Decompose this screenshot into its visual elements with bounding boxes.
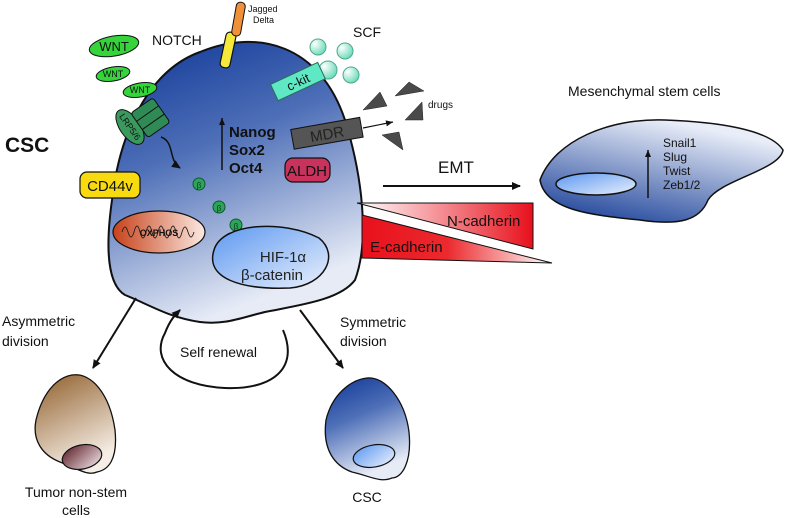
factor-oct4: Oct4	[229, 160, 263, 177]
factor-snail1: Snail1	[663, 136, 697, 150]
scf-label: SCF	[353, 24, 381, 40]
csc-daughter-label: CSC	[352, 489, 382, 505]
nucleus-catenin-label: β-catenin	[241, 267, 303, 284]
mitochondrion: OXPHOS	[112, 210, 206, 254]
jagged-ligand	[231, 1, 246, 37]
scf-molecules	[309, 38, 360, 84]
factor-slug: Slug	[663, 150, 687, 164]
n-cadherin-label: N-cadherin	[447, 213, 520, 230]
emt-label: EMT	[438, 158, 474, 177]
csc-daughter-nucleus	[352, 443, 396, 469]
ckit-receptor: c-kit	[269, 61, 326, 102]
mesenchymal-nucleus	[555, 172, 637, 196]
symmetric-label-line1: Symmetric	[340, 314, 406, 330]
tumor-label-line2: cells	[62, 502, 90, 518]
cd44v-label: CD44v	[87, 178, 133, 195]
self-renewal-arrow	[159, 309, 289, 390]
beta-label: β	[217, 204, 222, 213]
main-nucleus: HIF-1α β-catenin	[211, 225, 330, 289]
asymmetric-label-line2: division	[2, 333, 49, 349]
wnt-ligand: WNT	[88, 34, 140, 58]
asymmetric-label-line1: Asymmetric	[2, 313, 75, 329]
e-cadherin-wedge	[361, 214, 553, 264]
drug-triangles	[362, 81, 425, 151]
mdr-label: MDR	[309, 123, 346, 146]
wnt-label: WNT	[130, 85, 151, 95]
cd44v-receptor: CD44v	[79, 171, 141, 199]
wnt-label: WNT	[99, 39, 129, 54]
self-renewal-label: Self renewal	[180, 344, 257, 360]
wnt-signal-arrow	[160, 136, 181, 169]
tumor-label-line1: Tumor non-stem	[25, 484, 127, 500]
beta-label: β	[197, 181, 202, 190]
efflux-arrow	[362, 120, 394, 129]
oxphos-label: OXPHOS	[140, 228, 179, 238]
diagram-title: CSC	[5, 134, 49, 157]
factor-zeb: Zeb1/2	[663, 178, 701, 192]
aldh-enzyme: ALDH	[284, 157, 331, 183]
symmetric-arrow	[299, 309, 344, 369]
wnt-ligand: WNT	[95, 66, 131, 82]
factor-twist: Twist	[663, 164, 691, 178]
wnt-label: WNT	[103, 69, 124, 79]
mesenchymal-cell	[539, 119, 784, 223]
e-cadherin-label: E-cadherin	[370, 239, 443, 256]
drugs-label: drugs	[428, 100, 453, 111]
delta-label: Delta	[253, 15, 274, 25]
asymmetric-arrow	[92, 297, 137, 369]
nucleus-hif-label: HIF-1α	[260, 249, 307, 266]
tumor-nucleus	[61, 443, 103, 471]
factor-sox2: Sox2	[229, 142, 265, 159]
notch-label: NOTCH	[152, 32, 202, 48]
aldh-label: ALDH	[287, 163, 327, 180]
mdr-pump: MDR	[290, 116, 364, 150]
n-cadherin-wedge	[356, 202, 534, 250]
beta-label: β	[234, 222, 239, 231]
wnt-ligand: WNT	[122, 82, 158, 98]
factor-nanog: Nanog	[229, 124, 276, 141]
jagged-label: Jagged	[248, 4, 278, 14]
mesenchymal-title: Mesenchymal stem cells	[568, 83, 721, 99]
symmetric-label-line2: division	[340, 333, 387, 349]
